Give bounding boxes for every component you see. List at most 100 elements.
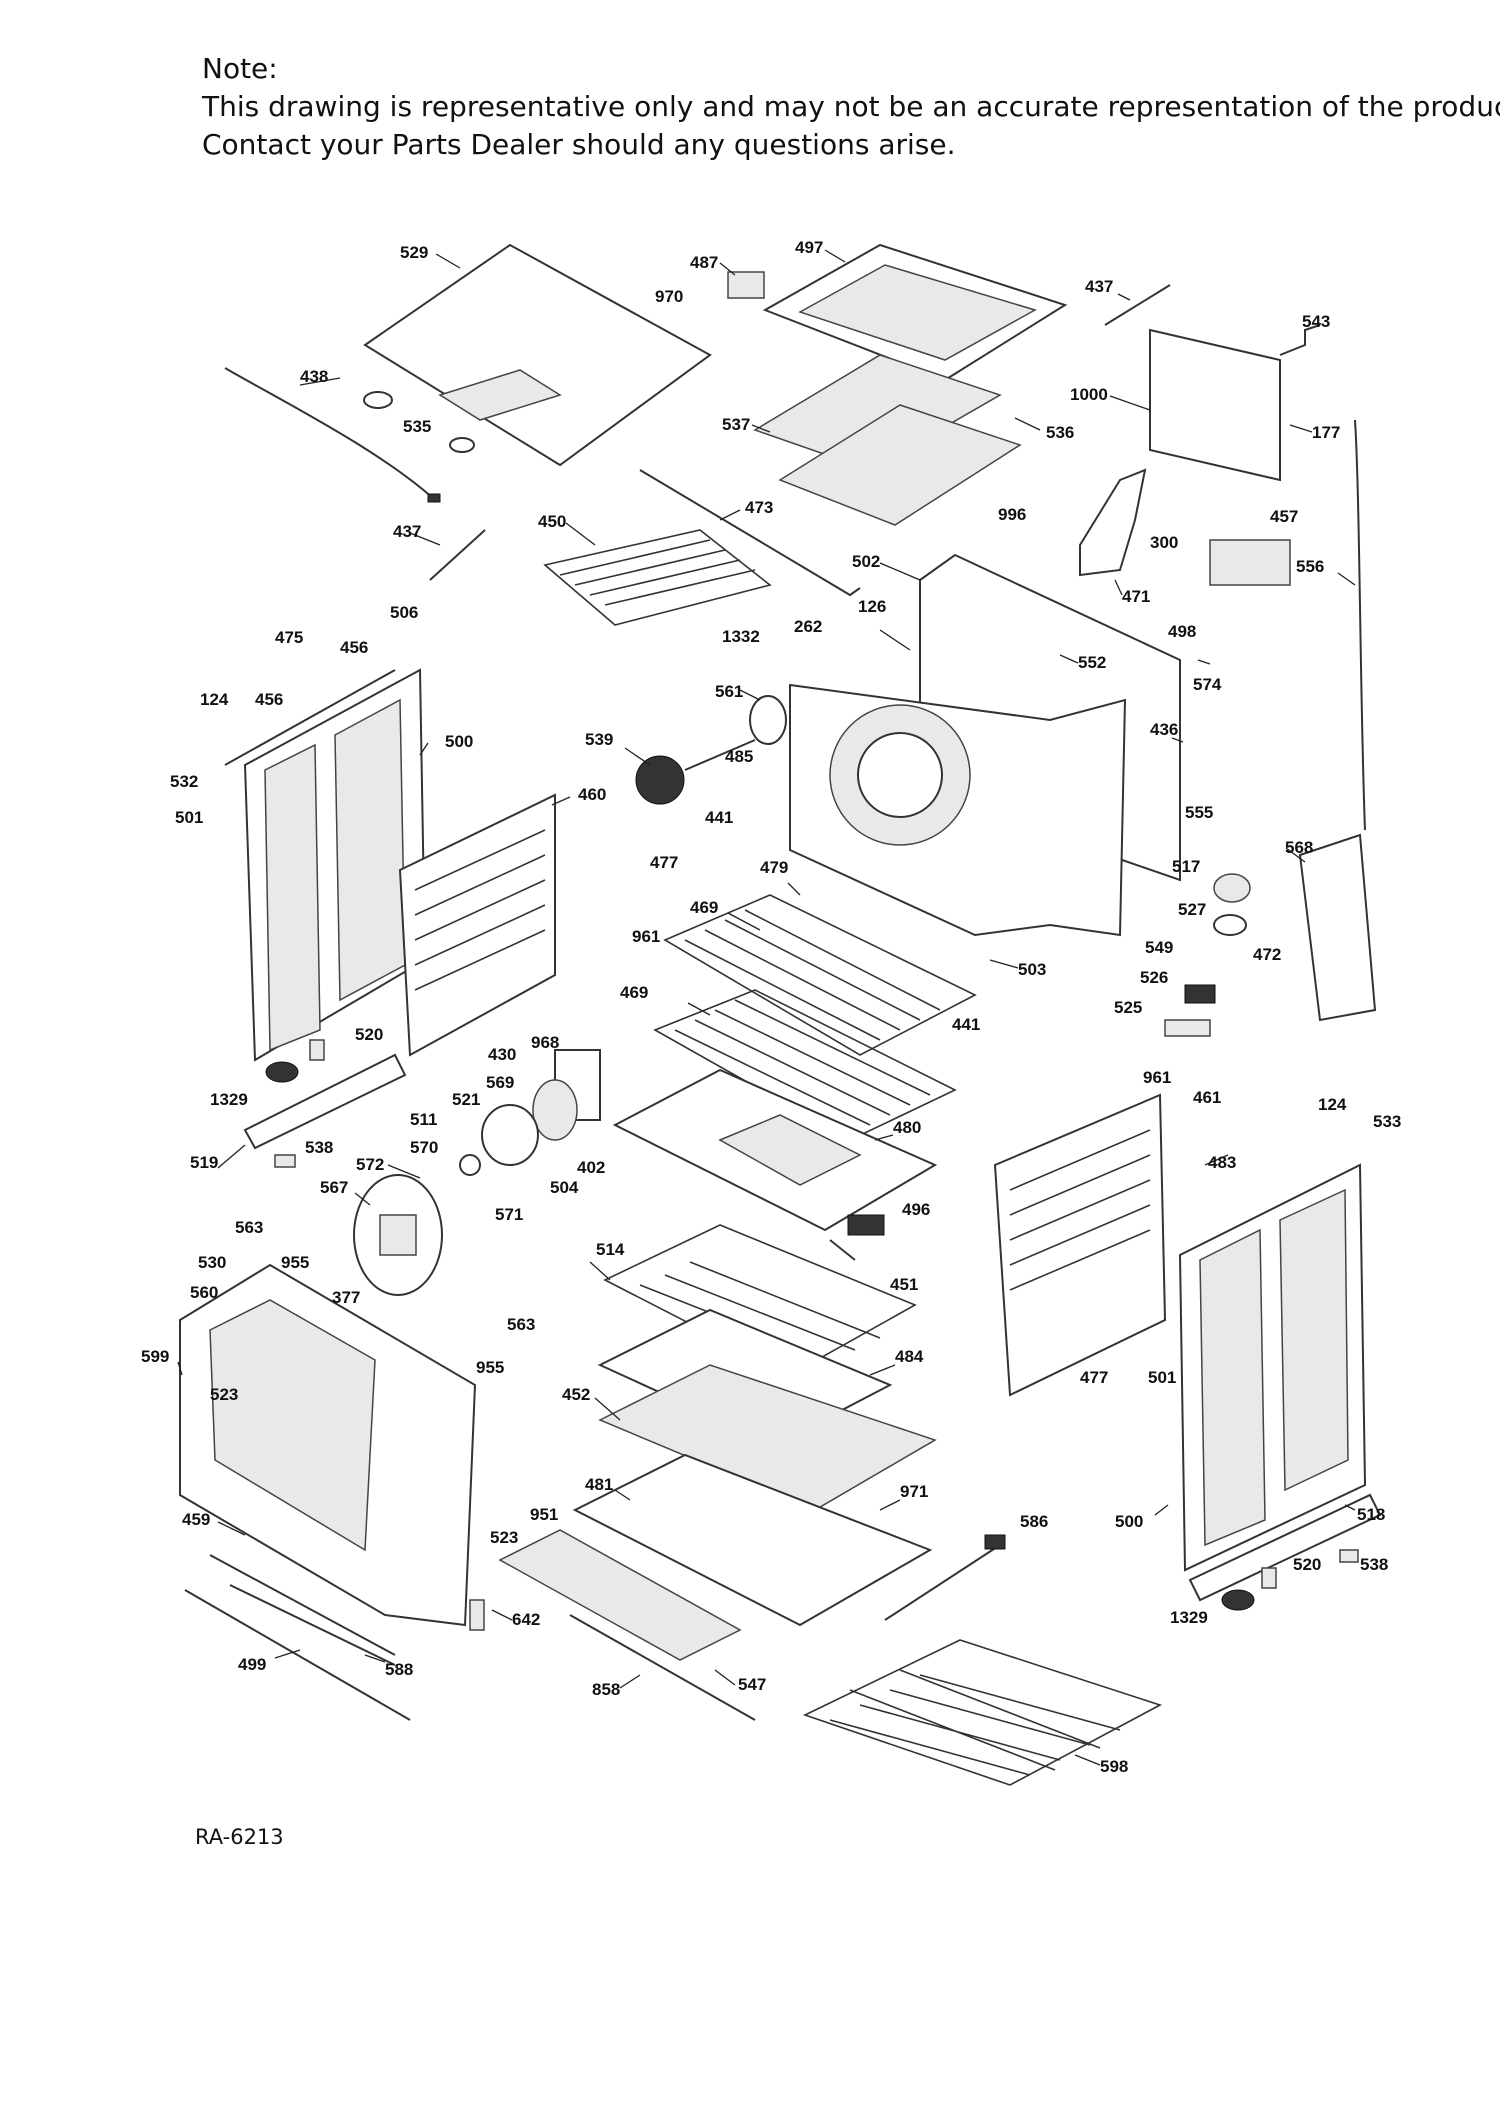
part-568-side-panel (1298, 833, 1377, 1022)
label-437-left: 437 (393, 522, 421, 541)
part-529-cutout (438, 369, 562, 421)
label-472: 472 (1253, 945, 1281, 964)
label-525: 525 (1114, 998, 1142, 1017)
part-450-broil-element (543, 529, 772, 626)
leader-437a (1117, 293, 1131, 301)
leader-519 (217, 1144, 246, 1169)
leader-473 (719, 509, 741, 521)
label-473: 473 (745, 498, 773, 517)
label-441-upper: 441 (705, 808, 733, 827)
part-500-right-window-a (1199, 1228, 1266, 1547)
label-502: 502 (852, 552, 880, 571)
label-556: 556 (1296, 557, 1324, 576)
leader-514 (589, 1261, 611, 1281)
label-124-right: 124 (1318, 1095, 1347, 1114)
label-402: 402 (577, 1158, 605, 1177)
label-469-lower: 469 (620, 983, 648, 1002)
label-452: 452 (562, 1385, 590, 1404)
leader-450 (565, 522, 596, 546)
part-569-fan-wheel (532, 1079, 578, 1141)
leader-469a (727, 912, 761, 931)
leader-598 (1074, 1754, 1101, 1766)
label-570: 570 (410, 1138, 438, 1157)
label-503: 503 (1018, 960, 1046, 979)
part-437-rod-top (1104, 284, 1171, 326)
part-525-block (1164, 1019, 1211, 1037)
label-599: 599 (141, 1347, 169, 1366)
part-437-rod-left (429, 529, 486, 581)
label-642: 642 (512, 1610, 540, 1629)
note-heading: Note: (202, 52, 278, 85)
part-556-power-cord (1354, 419, 1366, 831)
leader-436 (1171, 737, 1184, 743)
label-563-left: 563 (235, 1218, 263, 1237)
label-430: 430 (488, 1045, 516, 1064)
leader-484 (869, 1364, 896, 1376)
part-570-clip (459, 1154, 481, 1176)
leader-500b (1154, 1504, 1169, 1516)
part-487-switch (727, 271, 765, 299)
part-461-rungs (1009, 1129, 1151, 1291)
part-262-fan-ring (857, 732, 943, 818)
leader-459 (217, 1521, 246, 1536)
part-500-left-window-b (334, 698, 406, 1002)
label-480: 480 (893, 1118, 921, 1137)
label-501-right: 501 (1148, 1368, 1176, 1387)
note-line-2: Contact your Parts Dealer should any que… (202, 128, 956, 161)
leader-lines (177, 249, 1356, 1766)
label-461: 461 (1193, 1088, 1221, 1107)
leader-481 (614, 1489, 631, 1501)
label-970: 970 (655, 287, 683, 306)
label-538-left: 538 (305, 1138, 333, 1157)
leader-487 (719, 262, 736, 276)
part-532-rail (224, 669, 396, 766)
label-955-top: 955 (281, 1253, 309, 1272)
part-1329-hinge-right (1221, 1589, 1255, 1611)
part-598-rack-grid (829, 1669, 1121, 1776)
label-571: 571 (495, 1205, 523, 1224)
label-563-right: 563 (507, 1315, 535, 1334)
label-477-left: 477 (650, 853, 678, 872)
part-536-insulation (778, 404, 1022, 526)
part-459-door-trim (209, 1554, 396, 1656)
label-555: 555 (1185, 803, 1213, 822)
part-588-trim (229, 1584, 396, 1666)
part-499-handle (184, 1589, 411, 1721)
label-519: 519 (190, 1153, 218, 1172)
label-951: 951 (530, 1505, 558, 1524)
label-1332: 1332 (722, 627, 760, 646)
leader-1000 (1109, 395, 1151, 411)
leader-599 (177, 1361, 183, 1376)
leader-262 (879, 629, 911, 651)
part-500-left-window-a (264, 743, 321, 1052)
label-521: 521 (452, 1090, 480, 1109)
drawing-code: RA-6213 (195, 1825, 284, 1849)
label-499: 499 (238, 1655, 266, 1674)
part-177-vent-panel (1149, 328, 1281, 482)
part-526-terminal (1184, 984, 1216, 1004)
part-1329-hinge-left (265, 1061, 299, 1083)
label-530: 530 (198, 1253, 226, 1272)
label-539: 539 (585, 730, 613, 749)
label-511: 511 (410, 1110, 437, 1129)
leader-547 (714, 1669, 736, 1686)
label-479: 479 (760, 858, 788, 877)
leader-177 (1289, 424, 1313, 433)
label-456-left: 456 (255, 690, 283, 709)
part-858-slide (569, 1614, 756, 1721)
label-459: 459 (182, 1510, 210, 1529)
leader-480 (874, 1134, 894, 1141)
label-500-left: 500 (445, 732, 473, 751)
label-572: 572 (356, 1155, 384, 1174)
leader-461 (1204, 1154, 1229, 1166)
part-451-bake-bracket (829, 1239, 856, 1261)
part-461-rack-support-right (993, 1093, 1167, 1397)
label-457: 457 (1270, 507, 1298, 526)
leader-971 (879, 1499, 901, 1511)
part-520-hinge-left (309, 1039, 325, 1061)
label-561: 561 (715, 682, 743, 701)
leader-642 (491, 1609, 513, 1621)
part-519-drawer-rail (243, 1053, 407, 1150)
label-535: 535 (403, 417, 431, 436)
label-1000: 1000 (1070, 385, 1108, 404)
